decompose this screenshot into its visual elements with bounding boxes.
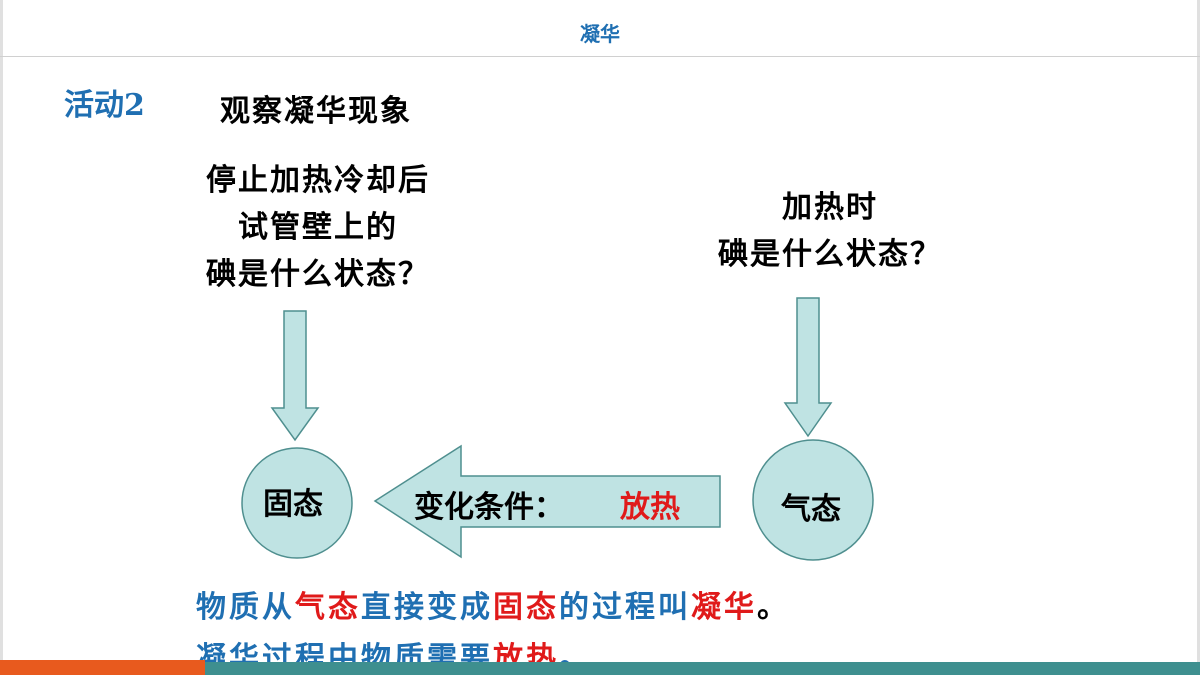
condition-value: 放热 xyxy=(620,490,680,525)
solid-state-label: 固态 xyxy=(263,487,323,522)
frame-right-border xyxy=(1197,0,1200,675)
question-right-line: 碘是什么状态？ xyxy=(718,237,942,272)
condition-prefix: 变化条件： xyxy=(414,490,564,525)
footer-bar-orange xyxy=(0,660,205,675)
summary-text: 的过程叫 xyxy=(559,590,691,625)
question-left: 停止加热冷却后 试管壁上的 碘是什么状态？ xyxy=(188,157,448,298)
question-left-line: 停止加热冷却后 xyxy=(206,163,430,198)
question-right-line: 加热时 xyxy=(782,190,878,225)
summary-highlight: 凝华 xyxy=(691,590,757,625)
down-arrow-left xyxy=(270,310,320,442)
footer-bar-teal xyxy=(205,662,1200,675)
gas-state-circle xyxy=(752,439,874,561)
summary-highlight: 气态 xyxy=(295,590,361,625)
summary-line-1: 物质从气态直接变成固态的过程叫凝华。 xyxy=(196,582,790,626)
summary-text: 物质从 xyxy=(196,590,295,625)
page-header-title: 凝华 xyxy=(580,22,620,46)
summary-period: 。 xyxy=(757,590,790,625)
summary-highlight: 固态 xyxy=(493,590,559,625)
gas-state-label: 气态 xyxy=(781,492,841,527)
frame-left-border xyxy=(0,0,3,675)
activity-title: 观察凝华现象 xyxy=(220,94,412,129)
question-right: 加热时 碘是什么状态？ xyxy=(700,184,960,278)
summary-text: 直接变成 xyxy=(361,590,493,625)
solid-state-circle xyxy=(241,447,353,559)
left-arrow-condition xyxy=(373,444,721,559)
header-divider xyxy=(0,56,1200,57)
question-left-line: 碘是什么状态？ xyxy=(206,257,430,292)
activity-label: 活动2 xyxy=(64,88,145,123)
question-left-line: 试管壁上的 xyxy=(238,210,398,245)
down-arrow-right xyxy=(783,297,833,438)
condition-text: 变化条件： 放热 xyxy=(414,482,680,526)
